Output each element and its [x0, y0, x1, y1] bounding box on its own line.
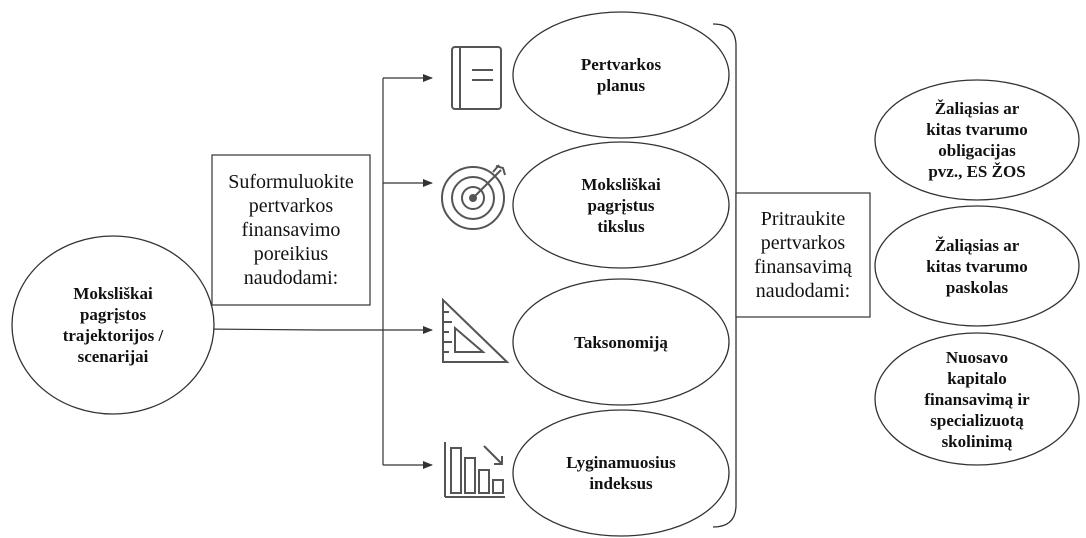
- tool-label-3: Taksonomiją: [574, 332, 668, 352]
- tool-ellipse-2: [512, 141, 730, 269]
- tool-ellipse-3: [512, 278, 730, 406]
- target-icon: [441, 164, 506, 230]
- step2-box: [735, 192, 871, 318]
- instrument-ellipse-2: [874, 205, 1080, 327]
- notebook-icon: [451, 46, 502, 110]
- tool-ellipse-1: [512, 11, 730, 139]
- tool-label-1: Pertvarkos planus: [580, 55, 662, 95]
- set-square-icon: [442, 297, 510, 363]
- step2-label: Pritraukite pertvarkos finansavimą naudo…: [754, 208, 852, 302]
- instrument-ellipse-3: [874, 332, 1080, 466]
- instrument-label-1: Žaliąsias ar kitas tvarumo obligacijas p…: [926, 99, 1028, 181]
- source-ellipse: [11, 235, 215, 415]
- step1-box: [211, 154, 371, 306]
- step1-label: Suformuluokite pertvarkos finansavimo po…: [228, 171, 354, 289]
- instrument-ellipse-1: [874, 79, 1080, 201]
- arrow-source-to-tool-3: [199, 326, 433, 334]
- connector-lines: [199, 74, 433, 469]
- bar-chart-decline-icon: [444, 442, 505, 498]
- tool-ellipse-4: [512, 409, 730, 537]
- tool-label-2: Moksliškai pagrįstus tikslus: [581, 174, 661, 236]
- instrument-label-2: Žaliąsias ar kitas tvarumo paskolas: [926, 235, 1028, 297]
- source-label: Moksliškai pagrįstos trajektorijos / sce…: [62, 284, 164, 366]
- tool-label-4: Lyginamuosius indeksus: [566, 453, 676, 493]
- instrument-label-3: Nuosavo kapitalo finansavimą ir speciali…: [924, 347, 1030, 451]
